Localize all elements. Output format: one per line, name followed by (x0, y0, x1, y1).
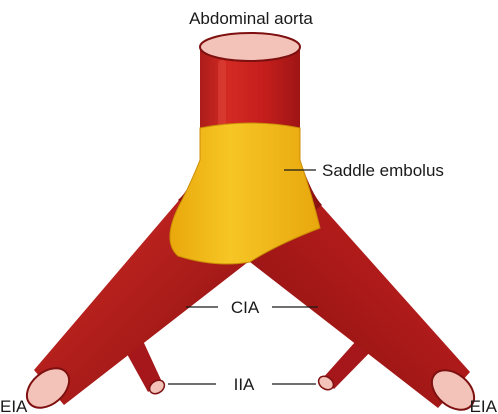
label-iia: IIA (234, 375, 255, 394)
label-saddle-embolus: Saddle embolus (322, 161, 444, 180)
label-eia-left: EIA (0, 397, 28, 414)
label-eia-right: EIA (470, 397, 498, 414)
label-abdominal-aorta: Abdominal aorta (189, 9, 313, 28)
aorta-lumen (200, 33, 300, 61)
aorta-highlight (218, 60, 226, 128)
label-cia: CIA (231, 298, 260, 317)
